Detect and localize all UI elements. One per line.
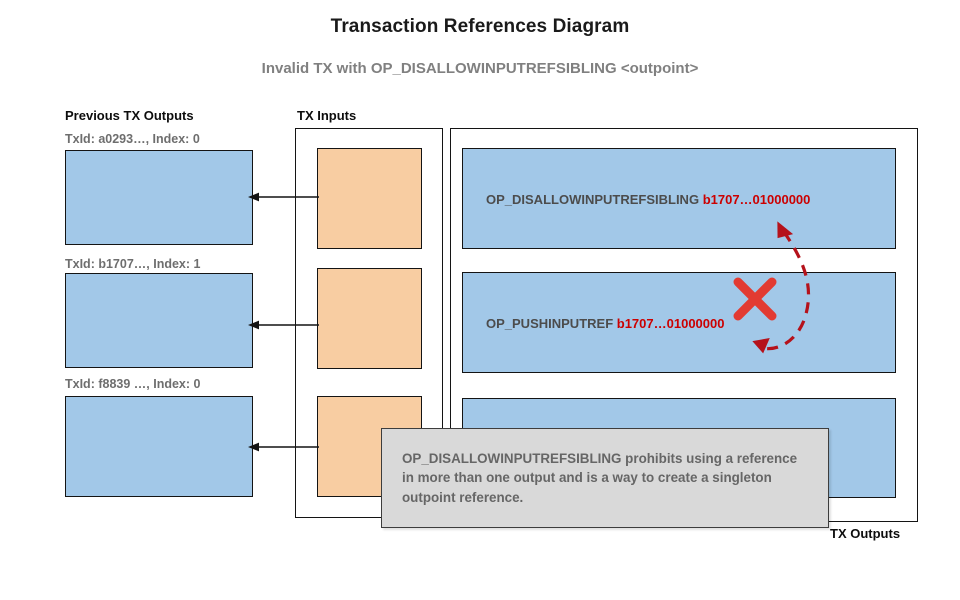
tx-output-reference-0: b1707…01000000 <box>702 192 811 207</box>
tx-output-script-0: OP_DISALLOWINPUTREFSIBLING b1707…0100000… <box>486 193 810 206</box>
tx-input-box-0[interactable] <box>317 148 422 249</box>
tx-output-box-0[interactable] <box>462 148 896 249</box>
tx-output-opcode-0: OP_DISALLOWINPUTREFSIBLING <box>486 192 700 207</box>
prev-output-box-2[interactable] <box>65 396 253 497</box>
tx-output-box-1[interactable] <box>462 272 896 373</box>
spend-arrow-0 <box>248 192 319 202</box>
page-title: Transaction References Diagram <box>330 16 630 37</box>
spend-arrow-2 <box>248 442 319 452</box>
note-text: OP_DISALLOWINPUTREFSIBLING prohibits usi… <box>402 451 798 505</box>
prev-output-box-0[interactable] <box>65 150 253 245</box>
x-mark-icon <box>733 277 777 321</box>
tx-input-box-1[interactable] <box>317 268 422 369</box>
tx-output-script-1: OP_PUSHINPUTREF b1707…01000000 <box>486 317 724 330</box>
prev-output-label-1: TxId: b1707…, Index: 1 <box>65 257 201 271</box>
note-callout: OP_DISALLOWINPUTREFSIBLING prohibits usi… <box>381 428 829 528</box>
page-subtitle: Invalid TX with OP_DISALLOWINPUTREFSIBLI… <box>261 60 699 77</box>
tx-output-reference-1: b1707…01000000 <box>616 316 725 331</box>
tx-output-opcode-1: OP_PUSHINPUTREF <box>486 316 614 331</box>
heading-previous-tx-outputs: Previous TX Outputs <box>65 108 194 123</box>
prev-output-label-0: TxId: a0293…, Index: 0 <box>65 132 200 146</box>
spend-arrow-1 <box>248 320 319 330</box>
prev-output-label-2: TxId: f8839 …, Index: 0 <box>65 377 201 391</box>
curved-double-arrow-icon <box>752 221 811 354</box>
heading-tx-inputs: TX Inputs <box>297 108 357 123</box>
tx-inputs-container <box>295 128 443 518</box>
heading-tx-outputs: TX Outputs <box>830 526 901 541</box>
prev-output-box-1[interactable] <box>65 273 253 368</box>
